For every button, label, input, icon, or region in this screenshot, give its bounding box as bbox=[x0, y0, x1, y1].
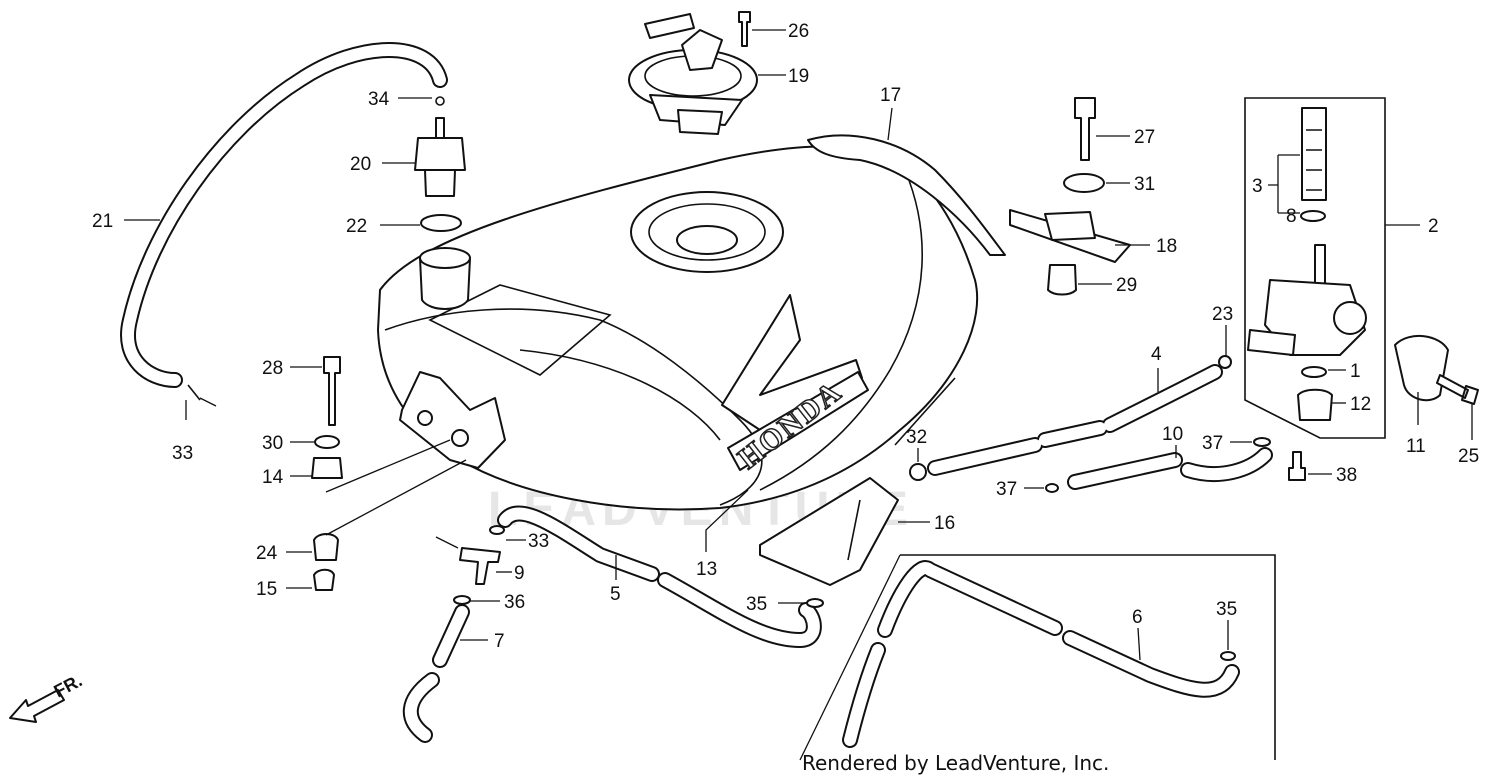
tank-rubber-strip bbox=[759, 477, 899, 586]
callout-18: 18 bbox=[1156, 236, 1177, 257]
collar-15 bbox=[313, 568, 335, 591]
callout-6: 6 bbox=[1132, 607, 1143, 628]
o-ring-1 bbox=[1301, 366, 1327, 378]
callout-5: 5 bbox=[610, 584, 621, 605]
callout-9: 9 bbox=[514, 563, 525, 584]
collar-24 bbox=[313, 533, 339, 561]
gasket-22 bbox=[420, 214, 462, 232]
callout-33-bottom: 33 bbox=[528, 531, 549, 552]
callout-17: 17 bbox=[880, 85, 901, 106]
clip-37a bbox=[1253, 437, 1271, 447]
side-cover bbox=[807, 134, 1006, 256]
callout-36: 36 bbox=[504, 592, 525, 613]
callout-20: 20 bbox=[350, 154, 371, 175]
callout-24: 24 bbox=[256, 543, 278, 564]
callout-27: 27 bbox=[1134, 127, 1155, 148]
callout-11: 11 bbox=[1406, 436, 1426, 457]
clip-36 bbox=[453, 595, 471, 605]
clip-35b bbox=[1220, 651, 1236, 661]
o-ring-8 bbox=[1300, 210, 1326, 222]
grommet-14 bbox=[311, 457, 343, 479]
callout-13: 13 bbox=[696, 559, 717, 580]
callout-23: 23 bbox=[1212, 304, 1233, 325]
clamp-32 bbox=[909, 463, 927, 481]
callout-2: 2 bbox=[1428, 216, 1439, 237]
callout-16: 16 bbox=[934, 513, 955, 534]
callout-30: 30 bbox=[262, 433, 283, 454]
callout-22: 22 bbox=[346, 216, 367, 237]
cup-12 bbox=[1297, 388, 1333, 421]
callout-7: 7 bbox=[494, 631, 505, 652]
callout-labels: 26 19 34 20 22 21 33 17 27 31 18 29 3 8 … bbox=[92, 21, 1479, 652]
clip-33b bbox=[489, 525, 505, 535]
callout-28: 28 bbox=[262, 358, 283, 379]
callout-35-right: 35 bbox=[1216, 599, 1237, 620]
callout-10: 10 bbox=[1162, 424, 1183, 445]
callout-8: 8 bbox=[1286, 206, 1297, 227]
washer-30 bbox=[314, 435, 340, 449]
front-arrow-icon bbox=[9, 689, 65, 723]
grommet-29 bbox=[1047, 264, 1077, 296]
callout-29: 29 bbox=[1116, 275, 1137, 296]
callout-25: 25 bbox=[1458, 446, 1479, 467]
clamp-23 bbox=[1218, 355, 1232, 369]
callout-35-left: 35 bbox=[746, 594, 767, 615]
washer-31 bbox=[1063, 173, 1105, 193]
render-credit: Rendered by LeadVenture, Inc. bbox=[802, 751, 1109, 775]
callout-31: 31 bbox=[1134, 174, 1155, 195]
breather-valve bbox=[414, 96, 466, 197]
screw-25 bbox=[1436, 374, 1479, 405]
bolt-27 bbox=[1074, 97, 1096, 161]
fuel-valve-body bbox=[1247, 244, 1367, 356]
callout-3: 3 bbox=[1252, 176, 1263, 197]
callout-1: 1 bbox=[1350, 361, 1361, 382]
callout-15: 15 bbox=[256, 579, 277, 600]
bolt-28 bbox=[323, 356, 341, 426]
callout-4: 4 bbox=[1151, 344, 1162, 365]
callout-37-lower: 37 bbox=[996, 479, 1017, 500]
callout-14: 14 bbox=[262, 467, 284, 488]
callout-21: 21 bbox=[92, 211, 113, 232]
callout-33-top: 33 bbox=[172, 443, 193, 464]
leader-lines bbox=[124, 29, 1473, 661]
petcock-group-box bbox=[1244, 97, 1386, 439]
fuel-tank: HONDA bbox=[377, 145, 979, 511]
bolt-38 bbox=[1288, 451, 1306, 481]
fuel-cap-assembly bbox=[628, 13, 758, 135]
hose-6-group-box bbox=[900, 554, 1276, 760]
clip-37b bbox=[1045, 483, 1059, 493]
fuel-filter-3 bbox=[1301, 107, 1327, 201]
callout-19: 19 bbox=[788, 66, 809, 87]
callout-12: 12 bbox=[1350, 394, 1371, 415]
clip-35a bbox=[806, 598, 824, 608]
callout-34: 34 bbox=[368, 89, 390, 110]
callout-37-upper: 37 bbox=[1202, 433, 1223, 454]
callout-32: 32 bbox=[906, 427, 927, 448]
callout-26: 26 bbox=[788, 21, 809, 42]
joint-9 bbox=[459, 547, 501, 585]
callout-38: 38 bbox=[1336, 465, 1357, 486]
bolt-26 bbox=[738, 11, 751, 47]
lever-11 bbox=[1394, 334, 1449, 402]
